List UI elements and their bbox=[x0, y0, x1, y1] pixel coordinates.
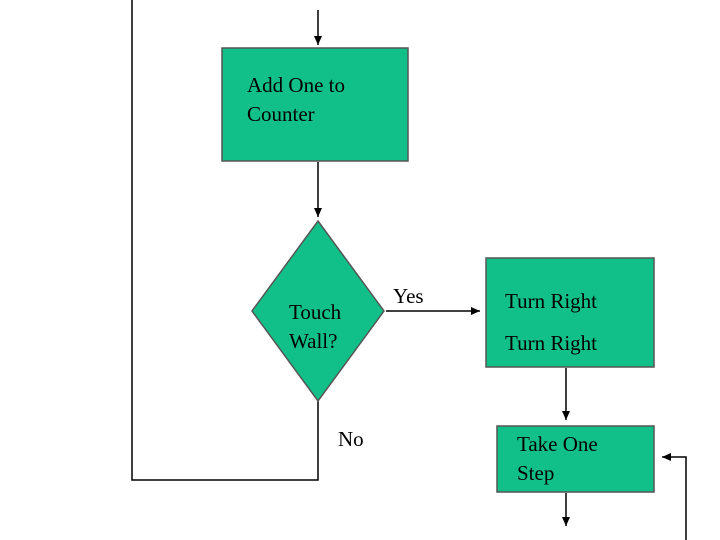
take-one-step-box bbox=[496, 425, 655, 493]
add-one-label-line2: Counter bbox=[247, 102, 315, 126]
turn-right-box bbox=[485, 257, 655, 368]
return-arrow bbox=[662, 453, 687, 540]
no-label: No bbox=[338, 427, 364, 451]
touch-wall-label-line2: Wall? bbox=[289, 329, 338, 353]
touch-wall-decision bbox=[251, 219, 385, 403]
add-one-label-line1: Add One to bbox=[247, 73, 345, 97]
loop-back-connector bbox=[131, 0, 319, 481]
take-step-label-line1: Take One bbox=[517, 432, 598, 456]
add-one-to-counter-box bbox=[221, 47, 409, 162]
take-step-label-line2: Step bbox=[517, 461, 555, 485]
yes-label: Yes bbox=[393, 284, 424, 308]
touch-wall-label-line1: Touch bbox=[289, 300, 342, 324]
turn-right-label-line2: Turn Right bbox=[505, 331, 598, 355]
turn-right-label-line1: Turn Right bbox=[505, 289, 598, 313]
